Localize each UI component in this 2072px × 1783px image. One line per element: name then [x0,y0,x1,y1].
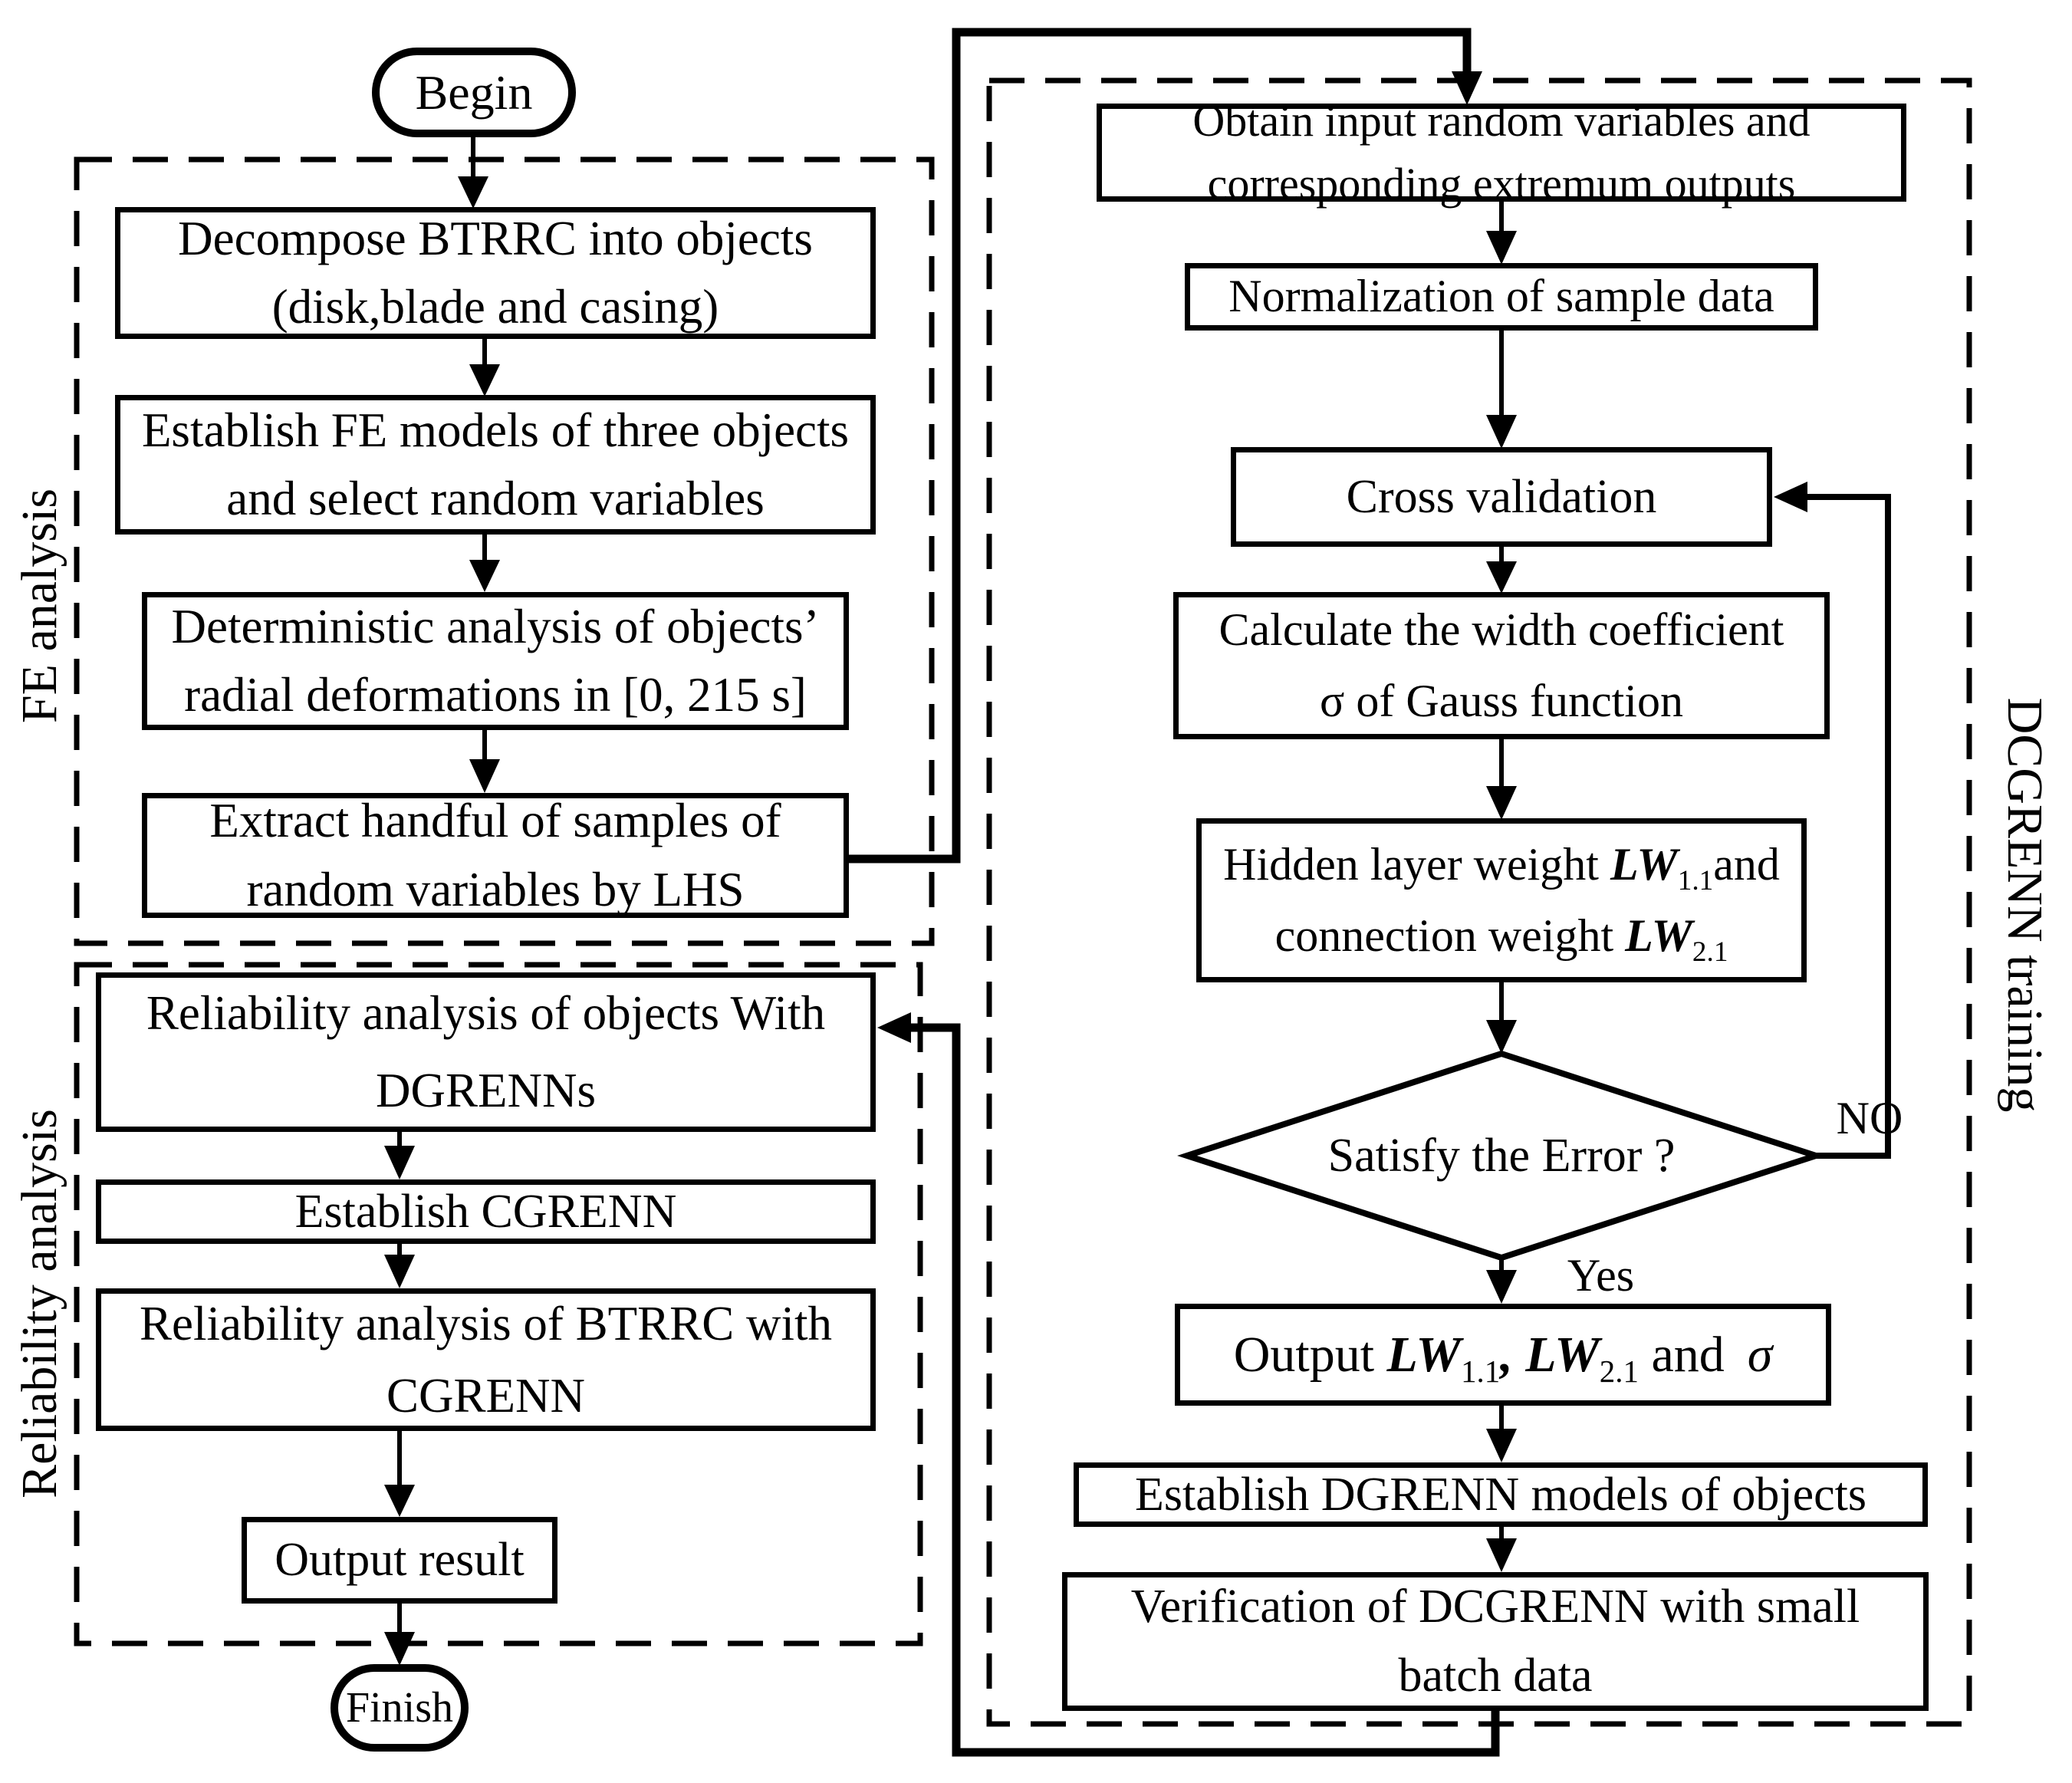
extract-line2: random variables by LHS [246,862,745,916]
hidden-line2-pre: connection weight [1274,910,1626,961]
arrowhead-extract-obtain [1452,71,1482,105]
arrowhead-begin-decompose [458,176,488,209]
flow-node-cross-validation: Cross validation [1231,447,1772,547]
flow-node-establish-dgrenn-models: Establish DGRENN models of objects [1074,1462,1928,1527]
arrowhead-establishfe-deterministic [469,560,500,592]
hidden-line1-post: and [1713,839,1780,890]
flow-node-normalization: Normalization of sample data [1185,263,1818,331]
hidden-line1-pre: Hidden layer weight [1223,839,1610,890]
normalization-label: Normalization of sample data [1228,271,1774,322]
arrowhead-verification-relobjects [877,1012,911,1043]
flow-node-obtain-random-variables: Obtain input random variables and corres… [1097,96,1906,209]
flow-node-reliability-objects-dgrenns: Reliability analysis of objects With DGR… [96,972,876,1132]
flow-node-finish: Finish [331,1664,469,1752]
arrowhead-yes-outputlw [1486,1270,1517,1304]
rel-objects-line2: DGRENNs [375,1064,596,1117]
rel-btrrc-line2: CGRENN [386,1369,585,1423]
hidden-lw1: LW [1610,839,1678,890]
output-sigma: σ [1747,1326,1773,1383]
flow-node-hidden-layer-weights: Hidden layer weight LW1.1and connection … [1196,818,1807,982]
arrowhead-outputresult-finish [384,1632,415,1666]
dcgrenn-section-border [986,77,1972,1727]
flow-node-verification-dcgrenn: Verification of DCGRENN with small batch… [1062,1572,1929,1711]
obtain-line2: corresponding extremum outputs [1207,159,1796,209]
edge-extract-obtain [849,28,1472,864]
deterministic-line1: Deterministic analysis of objects’ [171,599,820,653]
calculate-line1: Calculate the width coefficient [1219,604,1784,655]
section-label-dcgrenn-training: DCGRENN training [1997,697,2053,1113]
arrowhead-deterministic-extract [469,759,500,793]
output-lw-pre: Output [1233,1326,1387,1383]
hidden-line1: Hidden layer weight LW1.1and [1223,829,1780,900]
output-lw-and: and [1638,1326,1725,1383]
establish-dgrenn-label: Establish DGRENN models of objects [1134,1468,1866,1521]
flow-node-extract-samples: Extract handful of samples of random var… [142,793,849,918]
arrowhead-relobjects-establishcgrenn [384,1146,415,1179]
flow-node-output-result: Output result [242,1517,557,1604]
arrowhead-obtain-normalization [1486,231,1517,265]
arrowhead-normalization-crossvalidation [1486,415,1517,449]
output-lw2: LW [1525,1326,1600,1383]
deterministic-line2: radial deformations in [0, 215 s] [184,668,807,722]
arrowhead-outputlw-establishdgrenn [1486,1429,1517,1462]
edge-verification-relobjects [911,1023,1500,1757]
verification-line2: batch data [1398,1649,1593,1702]
flow-node-calculate-width-coefficient: Calculate the width coefficient σ of Gau… [1173,592,1830,739]
flow-node-establish-cgrenn: Establish CGRENN [96,1179,876,1244]
flow-node-begin: Begin [372,48,576,137]
extract-line1: Extract handful of samples of [209,794,781,848]
output-lw1-subscript: 1.1 [1461,1354,1501,1389]
output-lw1: LW [1386,1326,1462,1383]
branch-label-yes: Yes [1567,1250,1635,1301]
cross-validation-label: Cross validation [1346,470,1657,523]
branch-label-no: NO [1836,1092,1903,1143]
section-label-fe-analysis: FE analysis [12,488,67,724]
verification-line1: Verification of DCGRENN with small [1130,1580,1860,1633]
fe-section-border [74,156,935,946]
calculate-line2: σ of Gauss function [1320,676,1683,726]
arrowhead-establishdgrenn-verification [1486,1538,1517,1572]
establish-fe-line1: Establish FE models of three objects [141,403,850,457]
reliability-section-border [74,962,923,1646]
output-lw2-subscript: 2.1 [1599,1354,1639,1389]
arrowhead-relbtrrc-outputresult [384,1485,415,1517]
rel-btrrc-line1: Reliability analysis of BTRRC with [140,1296,832,1350]
output-lw-comma: , [1500,1326,1513,1383]
decision-diamond-label: Satisfy the Error ? [1327,1130,1676,1182]
establish-fe-line2: and select random variables [226,472,765,525]
flow-node-deterministic-analysis: Deterministic analysis of objects’ radia… [142,592,849,730]
rel-objects-line1: Reliability analysis of objects With [146,986,826,1041]
arrowhead-hidden-decision [1486,1020,1517,1054]
section-label-reliability-analysis: Reliability analysis [12,1109,67,1498]
flow-node-reliability-btrrc-cgrenn: Reliability analysis of BTRRC with CGREN… [96,1288,876,1431]
flow-node-establish-fe-models: Establish FE models of three objects and… [115,395,876,535]
flow-node-decompose-btrrc: Decompose BTRRC into objects (disk,blade… [115,207,876,339]
decompose-line2: (disk,blade and casing) [271,280,719,334]
arrowhead-crossvalidation-calculate [1486,561,1517,594]
edge-decision-no-crossvalidation [1807,494,1891,1159]
arrowhead-calculate-hidden [1486,786,1517,820]
arrowhead-decompose-establishfe [469,364,500,396]
finish-label: Finish [345,1684,454,1732]
begin-label: Begin [415,64,533,120]
hidden-lw1-subscript: 1.1 [1677,865,1714,896]
obtain-line1: Obtain input random variables and [1192,95,1811,146]
arrowhead-no-crossvalidation [1774,482,1807,512]
output-result-label: Output result [275,1534,525,1587]
arrowhead-establishcgrenn-relbtrrc [384,1255,415,1288]
decompose-line1: Decompose BTRRC into objects [178,211,813,265]
hidden-lw2-subscript: 2.1 [1692,936,1728,968]
hidden-lw2: LW [1625,910,1692,961]
establish-cgrenn-label: Establish CGRENN [294,1185,677,1238]
hidden-line2: connection weight LW2.1 [1275,900,1728,972]
